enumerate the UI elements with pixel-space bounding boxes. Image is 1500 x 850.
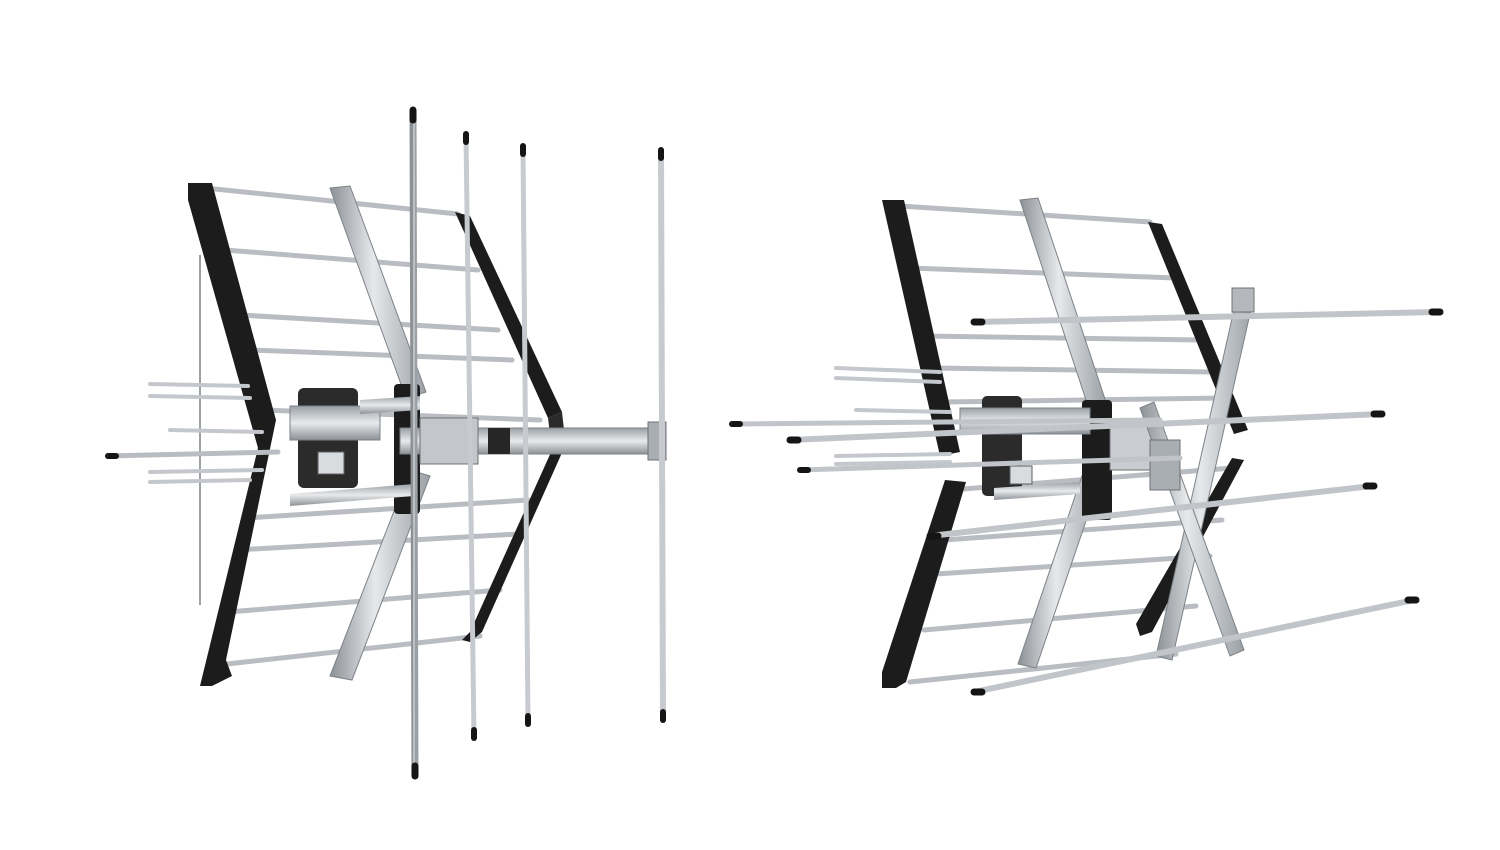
right-antenna [729, 197, 1444, 696]
left-frame-left-bar [188, 183, 276, 686]
right-frame-left-upper [882, 200, 960, 456]
left-frame-right-upper [455, 212, 562, 418]
left-vertical-dipoles [409, 106, 666, 780]
right-director-rods [834, 366, 952, 466]
left-antenna [105, 106, 667, 780]
left-frame-right-lower [462, 446, 565, 642]
right-long-dipoles [729, 308, 1444, 696]
left-main-boom [399, 417, 667, 465]
right-crossed-boom [1139, 287, 1255, 661]
left-director-rods [105, 382, 281, 484]
left-ladder-boom [329, 185, 431, 681]
